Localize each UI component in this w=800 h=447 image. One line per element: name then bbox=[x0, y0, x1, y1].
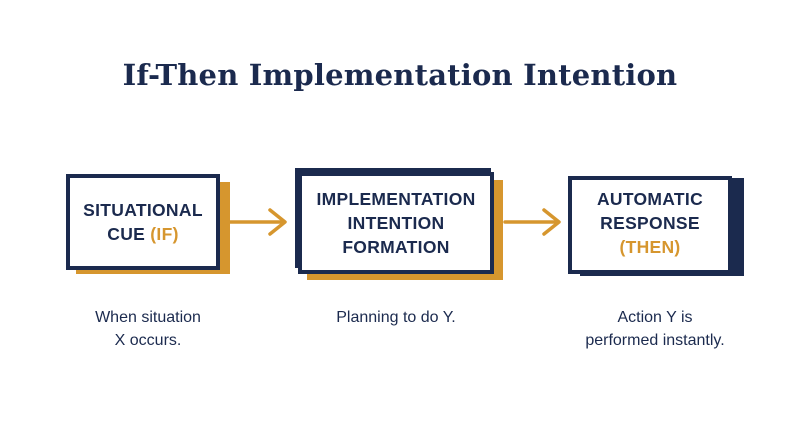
step-1-label-line2: CUE (IF) bbox=[68, 222, 218, 246]
step-3-caption-line2: performed instantly. bbox=[585, 332, 725, 349]
step-1-label-cue: CUE bbox=[107, 224, 151, 244]
step-1-caption-line2: X occurs. bbox=[114, 332, 182, 349]
step-3-label-line2: RESPONSE bbox=[600, 213, 700, 233]
step-2-label: IMPLEMENTATION INTENTION FORMATION bbox=[300, 187, 492, 259]
step-2-label-line3: FORMATION bbox=[342, 237, 450, 257]
step-1-label-line1: SITUATIONAL bbox=[83, 200, 203, 220]
step-2-caption-line1: Planning to do Y. bbox=[336, 309, 456, 326]
step-3-label-then: (THEN) bbox=[619, 237, 681, 257]
step-box-intention-formation bbox=[295, 168, 503, 280]
step-1-caption-line1: When situation bbox=[95, 309, 201, 326]
step-1-label: SITUATIONAL CUE (IF) bbox=[68, 198, 218, 246]
step-3-label-line1: AUTOMATIC bbox=[596, 189, 704, 209]
step-2-caption: Planning to do Y. bbox=[300, 306, 492, 329]
step-1-caption: When situation X occurs. bbox=[58, 306, 238, 352]
arrow-1 bbox=[228, 208, 287, 236]
step-box-automatic-response bbox=[568, 176, 744, 276]
step-box-3-frame bbox=[568, 176, 732, 274]
step-3-caption: Action Y is performed instantly. bbox=[555, 306, 755, 352]
diagram-title: If-Then Implementation Intention bbox=[122, 58, 678, 92]
step-box-2-frame bbox=[298, 172, 494, 274]
step-2-label-line2: INTENTION bbox=[347, 213, 445, 233]
step-2-label-line1: IMPLEMENTATION bbox=[316, 189, 476, 209]
arrow-2 bbox=[503, 208, 561, 236]
step-box-situational-cue bbox=[66, 174, 230, 274]
step-3-label: AUTOMATIC RESPONSE (THEN) bbox=[570, 187, 730, 259]
step-1-label-if: (IF) bbox=[150, 224, 179, 244]
step-3-caption-line1: Action Y is bbox=[617, 309, 693, 326]
step-box-1-frame bbox=[66, 174, 220, 270]
